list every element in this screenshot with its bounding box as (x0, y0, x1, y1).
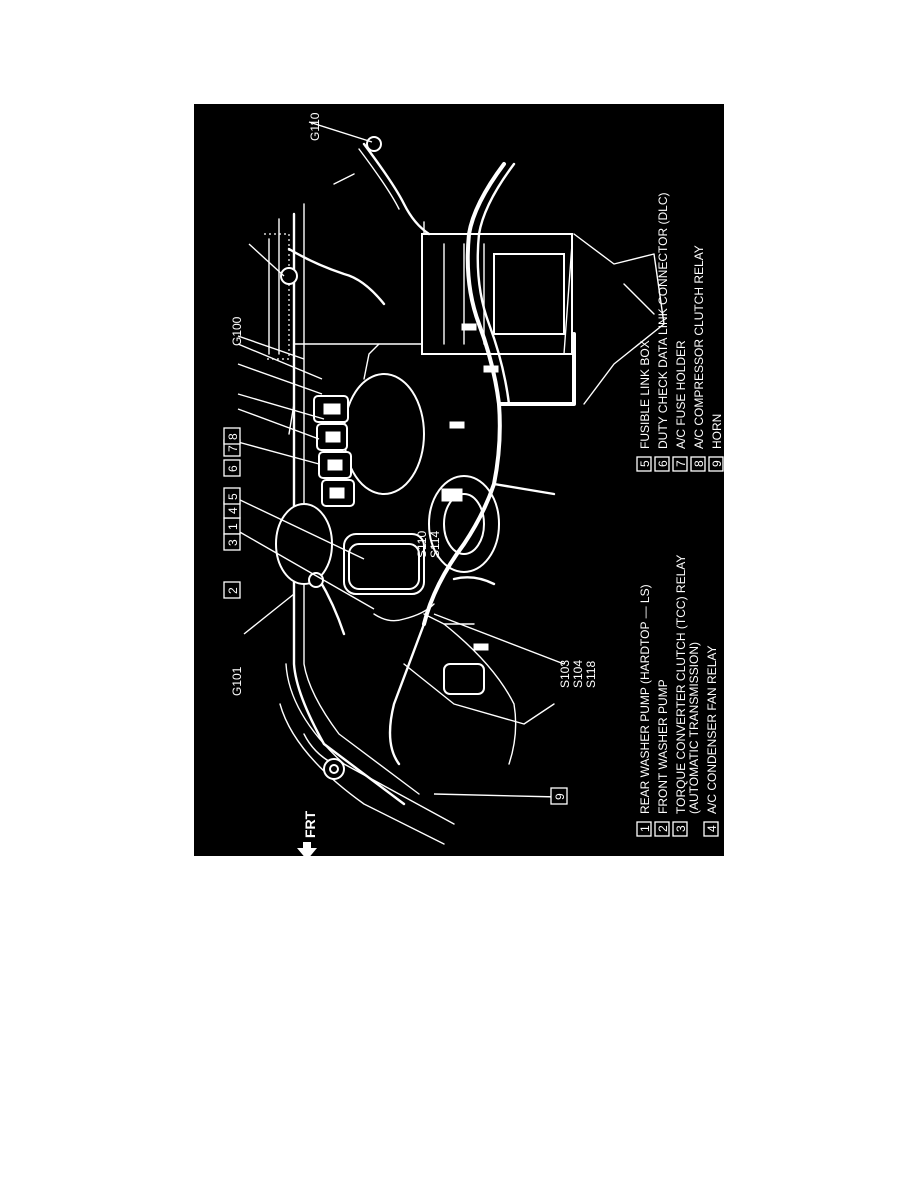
front-marker: FRT (302, 810, 318, 838)
splice-label-s110: S110 (415, 531, 429, 558)
main-harness (280, 136, 576, 780)
front-arrow: FRT (297, 810, 318, 856)
leader-lines (237, 121, 565, 798)
legend-item-3-number: 3 (674, 825, 688, 832)
legend-item-7: 7 A/C FUSE HOLDER (672, 340, 688, 472)
legend-column-b: 5 FUSIBLE LINK BOX 6 DUTY CHECK DATA LIN… (636, 193, 724, 472)
splice-label-s103: S103 (558, 660, 572, 688)
splice-label-s104: S104 (571, 660, 585, 688)
ground-label-g110: G110 (308, 112, 322, 141)
callout-5: 5 (223, 487, 241, 505)
ground-label-g100: G100 (230, 316, 244, 346)
callout-1-number: 1 (226, 523, 240, 530)
splice-label-s118: S118 (584, 661, 598, 688)
legend-item-7-text: A/C FUSE HOLDER (674, 340, 688, 449)
callout-8: 8 (223, 427, 241, 445)
legend-item-9-text: HORN (710, 414, 724, 449)
legend-item-3-subtext: (AUTOMATIC TRANSMISSION) (687, 642, 701, 814)
wiring-diagram-svg: FRT G101 G100 G110 S103 S104 S118 S110 S… (223, 112, 724, 856)
legend-item-8: 8 A/C COMPRESSOR CLUTCH RELAY (690, 245, 706, 472)
callout-8-number: 8 (226, 433, 240, 440)
legend-item-4-text: A/C CONDENSER FAN RELAY (705, 646, 719, 814)
legend-item-1: 1 REAR WASHER PUMP (HARDTOP — LS) (636, 584, 652, 837)
legend-item-8-text: A/C COMPRESSOR CLUTCH RELAY (692, 245, 706, 449)
callout-9-number: 9 (553, 793, 567, 800)
callout-1: 1 (223, 517, 241, 535)
legend-item-3-text: TORQUE CONVERTER CLUTCH (TCC) RELAY (674, 555, 688, 814)
legend-item-4: 4 A/C CONDENSER FAN RELAY (703, 646, 719, 837)
legend-item-2-text: FRONT WASHER PUMP (656, 679, 670, 814)
legend-item-4-number: 4 (705, 825, 719, 832)
rotated-label-layer: FRT G101 G100 G110 S103 S104 S118 S110 S… (223, 112, 724, 856)
legend-item-7-number: 7 (674, 460, 688, 467)
legend-item-5-number: 5 (638, 460, 652, 467)
relay-block (313, 395, 355, 507)
legend-item-6-text: DUTY CHECK DATA LINK CONNECTOR (DLC) (656, 193, 670, 449)
callout-5-number: 5 (226, 493, 240, 500)
legend-item-5-text: FUSIBLE LINK BOX (638, 340, 652, 449)
callout-9: 9 (550, 787, 568, 805)
splice-label-s114: S114 (428, 531, 442, 558)
callout-6-number: 6 (226, 465, 240, 472)
legend-item-2-number: 2 (656, 825, 670, 832)
legend-item-9: 9 HORN (708, 414, 724, 472)
callout-3-number: 3 (226, 539, 240, 546)
legend-item-9-number: 9 (710, 460, 724, 467)
legend-item-6-number: 6 (656, 460, 670, 467)
callout-7-number: 7 (226, 445, 240, 452)
engine-compartment-diagram: FRT G101 G100 G110 S103 S104 S118 S110 S… (194, 104, 724, 856)
legend-column-a: 1 REAR WASHER PUMP (HARDTOP — LS) 2 FRON… (636, 555, 719, 837)
legend-item-8-number: 8 (692, 460, 706, 467)
callout-2-number: 2 (226, 587, 240, 594)
callout-2: 2 (223, 581, 241, 599)
legend-item-6: 6 DUTY CHECK DATA LINK CONNECTOR (DLC) (654, 193, 670, 472)
compartment-outline (264, 203, 665, 845)
ground-label-g101: G101 (230, 666, 244, 696)
legend-item-1-number: 1 (638, 825, 652, 832)
legend-item-1-text: REAR WASHER PUMP (HARDTOP — LS) (638, 584, 652, 814)
legend-item-5: 5 FUSIBLE LINK BOX (636, 340, 652, 472)
callout-4-number: 4 (226, 507, 240, 514)
callout-3: 3 (223, 533, 241, 551)
callout-6: 6 (223, 459, 241, 477)
legend-item-2: 2 FRONT WASHER PUMP (654, 679, 670, 837)
legend-item-3: 3 TORQUE CONVERTER CLUTCH (TCC) RELAY (A… (672, 555, 701, 837)
